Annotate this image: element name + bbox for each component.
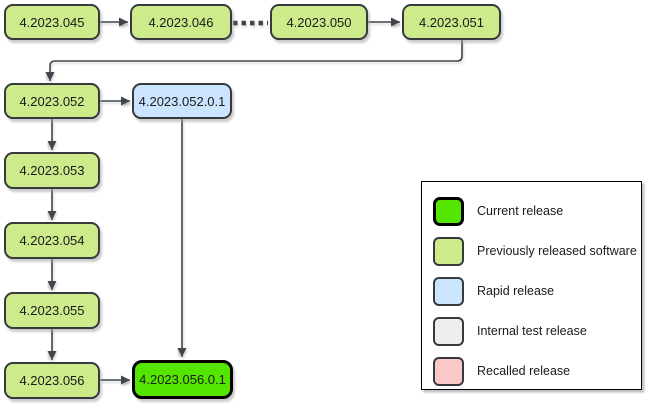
node-4-2023-052-0-1-rapid-release[interactable]: 4.2023.052.0.1 xyxy=(132,83,232,119)
node-4-2023-053[interactable]: 4.2023.053 xyxy=(4,152,100,189)
legend-label-previously-released: Previously released software xyxy=(477,244,637,258)
node-4-2023-052[interactable]: 4.2023.052 xyxy=(4,83,100,119)
legend-item-rapid-release: Rapid release xyxy=(433,271,641,311)
node-4-2023-054[interactable]: 4.2023.054 xyxy=(4,222,100,259)
legend-item-recalled-release: Recalled release xyxy=(433,351,641,391)
legend-swatch-rapid-release xyxy=(433,276,464,306)
legend-item-current-release: Current release xyxy=(433,191,641,231)
legend-label-rapid-release: Rapid release xyxy=(477,284,555,298)
legend-item-previously-released: Previously released software xyxy=(433,231,641,271)
node-4-2023-046[interactable]: 4.2023.046 xyxy=(130,4,232,40)
connector-051-to-052-elbow xyxy=(45,40,463,81)
legend-label-recalled-release: Recalled release xyxy=(477,364,571,378)
node-4-2023-051[interactable]: 4.2023.051 xyxy=(402,4,501,40)
node-4-2023-050[interactable]: 4.2023.050 xyxy=(270,4,368,40)
legend-swatch-previously-released xyxy=(433,236,464,266)
node-4-2023-055[interactable]: 4.2023.055 xyxy=(4,292,100,329)
legend-swatch-internal-test-release xyxy=(433,316,464,346)
legend-label-current-release: Current release xyxy=(477,204,564,218)
legend-item-internal-test-release: Internal test release xyxy=(433,311,641,351)
node-4-2023-045[interactable]: 4.2023.045 xyxy=(4,4,100,40)
node-4-2023-056-0-1-current-release[interactable]: 4.2023.056.0.1 xyxy=(132,360,233,399)
node-4-2023-056[interactable]: 4.2023.056 xyxy=(4,362,100,399)
legend-swatch-current-release xyxy=(433,196,464,226)
legend: Current release Previously released soft… xyxy=(421,181,642,390)
legend-swatch-recalled-release xyxy=(433,356,464,386)
legend-label-internal-test-release: Internal test release xyxy=(477,324,587,338)
